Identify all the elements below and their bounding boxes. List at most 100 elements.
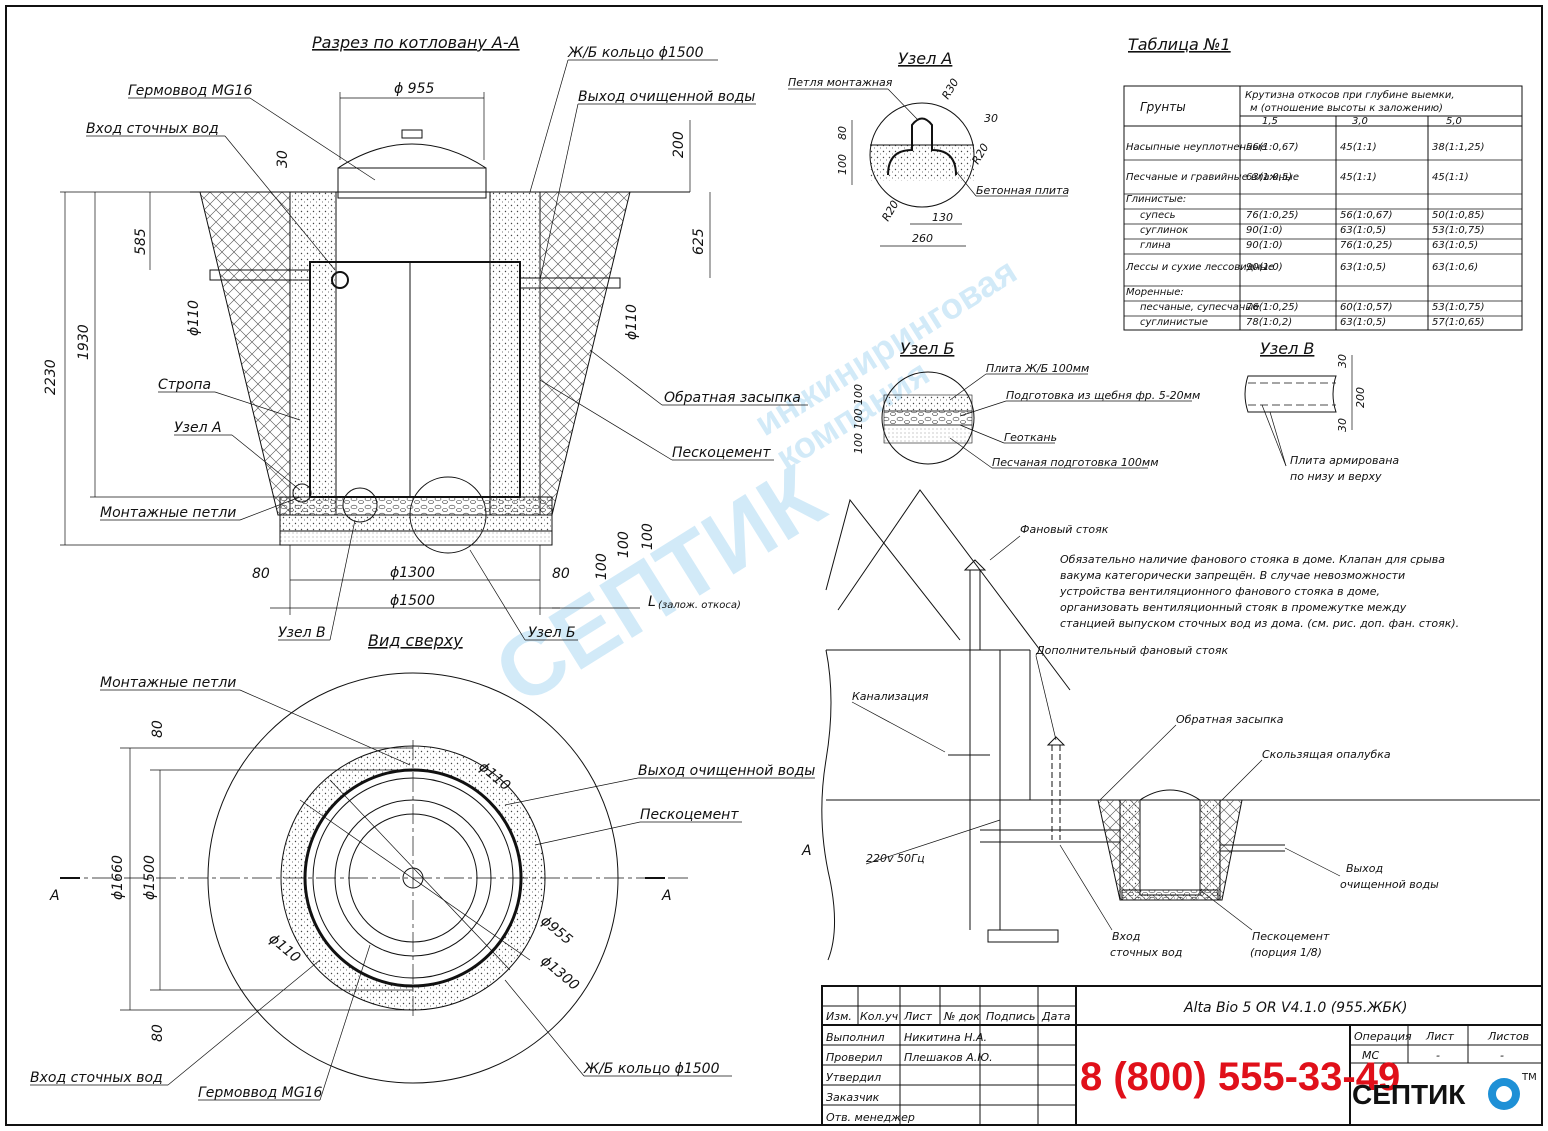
dim-L: L [648,594,656,610]
table-title: Таблица №1 [1128,35,1231,54]
dim-1500-top: ϕ1500 [142,855,158,900]
dim-80-bottom: 80 [150,1024,166,1042]
tb-header: Изм. [826,1010,852,1023]
tank-lid [337,143,487,169]
tb-role: Отв. менеджер [826,1111,915,1124]
table-row-soil: суглинистые [1140,317,1208,328]
label-uzelB: Узел Б [528,625,576,641]
house-pesk1: Пескоцемент [1252,930,1330,943]
node-a-title: Узел А [898,49,952,68]
table-header-slope2: м (отношение высоты к заложению) [1250,103,1443,114]
node-v-200: 200 [1354,387,1367,408]
node-b-layer-0: Плита Ж/Б 100мм [986,362,1089,375]
top-label-peskocement: Пескоцемент [640,807,739,823]
table-cell: 90(1:0) [1246,225,1283,236]
tb-phone: 8 (800) 555-33-49 [1080,1055,1400,1099]
house-fan: Фановый стояк [1020,523,1109,536]
top-label-vyhod: Выход очищенной воды [638,763,815,779]
dim-100b: 100 [616,531,632,558]
node-b-layer-1: Подготовка из щебня фр. 5-20мм [1006,389,1200,402]
table-cell: 76(1:0,25) [1246,302,1299,313]
table-cell: 45(1:1) [1340,142,1377,153]
node-a-plita: Бетонная плита [976,184,1069,197]
table-header-slope1: Крутизна откосов при глубине выемки, [1245,89,1455,101]
label-peskocement: Пескоцемент [672,445,771,461]
tank-neck [337,167,487,199]
dim-1660: ϕ1660 [110,855,126,900]
node-v: Узел В 30 200 30 Плита армирована по низ… [1244,339,1399,483]
node-b-layer-2: Геоткань [1004,431,1057,444]
top-label-petli: Монтажные петли [100,675,236,691]
dim-100a: 100 [594,553,610,580]
node-b: Узел Б Плита Ж/Б 100мм Подготовка из щеб… [852,339,1200,469]
table-header-soil: Грунты [1140,100,1186,114]
node-v-note1: Плита армирована [1290,454,1399,467]
table-cell: 63(1:0,5) [1246,172,1292,183]
house-A: А [801,843,812,859]
node-a-30: 30 [984,112,998,125]
section-mark-left: А [49,888,60,904]
house-note-line: станцией выпуском сточных вод из дома. (… [1060,617,1459,630]
house-zasypka: Обратная засыпка [1176,713,1284,726]
section-mark-right: А [661,888,672,904]
dim-585: 585 [133,228,149,255]
table-row-soil: Моренные: [1126,287,1184,298]
tb-tm: ТМ [1521,1072,1537,1083]
ring-wall-left [289,191,337,516]
node-a-petlya: Петля монтажная [788,76,893,89]
table-cell: 63(1:0,5) [1340,317,1386,328]
table-cell: 63(1:0,5) [1432,240,1478,251]
house-power: 220v 50Гц [866,852,925,865]
table-cell: 57(1:0,65) [1432,317,1485,328]
table-cell: 45(1:1) [1340,172,1377,183]
dim-955: ϕ 955 [394,81,435,97]
table-row-soil: Глинистые: [1126,194,1186,205]
table-cell: 60(1:0,57) [1340,302,1393,313]
table-cell: 56(1:0,67) [1246,142,1299,153]
dim-1500: ϕ1500 [390,593,435,609]
house-dop-fan: Дополнительный фановый стояк [1035,644,1229,657]
house-vhod2: сточных вод [1110,946,1182,959]
house-note-line: устройства вентиляционного фанового стоя… [1059,585,1380,598]
tb-op-header: Лист [1425,1030,1454,1043]
tb-header: Подпись [986,1010,1035,1023]
tb-role: Проверил [826,1051,882,1064]
table-cell: 63(1:0,5) [1340,225,1386,236]
sheet-border [5,5,1543,1126]
table-cell: 78(1:0,2) [1246,317,1292,328]
label-uzelA: Узел А [174,420,222,436]
node-a-100: 100 [836,154,849,175]
table-cell: 38(1:1,25) [1432,142,1485,153]
tb-op-value: - [1500,1049,1504,1062]
table-cell: 50(1:0,85) [1432,210,1485,221]
house-vyhod1: Выход [1346,862,1383,875]
dim-110-left: ϕ110 [186,300,202,336]
table-row-soil: Лессы и сухие лессовидные [1125,262,1274,273]
table-cell: 63(1:0,5) [1340,262,1386,273]
dim-110-right: ϕ110 [624,304,640,340]
tb-op-value: МС [1362,1049,1379,1062]
top-view-title: Вид сверху [368,631,463,650]
dim-100c: 100 [640,523,656,550]
dim-80-top: 80 [150,720,166,738]
inlet-pipe [209,269,311,281]
house-note-line: вакума категорически запрещён. В случае … [1060,569,1405,582]
ring-wall-right [489,191,541,516]
dim-200: 200 [671,131,687,158]
top-label-vhod: Вход сточных вод [30,1070,163,1086]
dim-30: 30 [275,150,291,168]
base-slab [279,496,553,516]
table-row-soil: Насыпные неуплотненные [1126,142,1267,153]
tb-header: Кол.уч [860,1010,899,1023]
label-vyhod: Выход очищенной воды [578,89,755,105]
section-title: Разрез по котловану А-А [312,33,520,52]
house-note-line: Обязательно наличие фанового стояка в до… [1060,553,1445,566]
section-a-a: Разрез по котловану А-А ϕ 955 [43,33,808,641]
node-b-title: Узел Б [900,339,954,358]
tb-role: Утвердил [826,1071,881,1084]
label-petli: Монтажные петли [100,505,236,521]
tb-header: Дата [1041,1010,1071,1023]
table-cell: 56(1:0,67) [1340,210,1393,221]
node-v-30a: 30 [1336,354,1349,368]
